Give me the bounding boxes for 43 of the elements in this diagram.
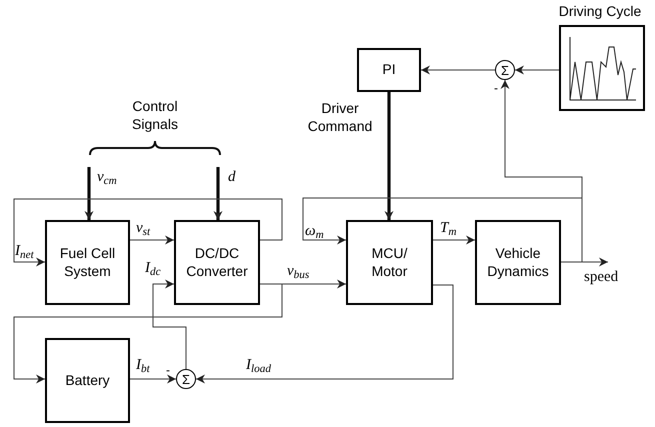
arrow xyxy=(130,236,174,244)
process-block xyxy=(475,220,561,305)
edge-label: I$_{net}$ xyxy=(15,242,34,261)
arrow xyxy=(514,66,560,74)
arrow xyxy=(14,284,282,384)
edge-label: I$_{bt}$ xyxy=(136,356,150,375)
arrow xyxy=(152,280,186,370)
edge-label: speed xyxy=(584,268,618,287)
edge-label: I$_{load}$ xyxy=(246,356,272,375)
box-label: Vehicle Dynamics xyxy=(486,245,550,280)
edge-label: d xyxy=(228,168,236,187)
edge-label: ω$_{m}$ xyxy=(305,222,324,241)
arrow xyxy=(384,92,394,220)
process-block xyxy=(346,220,433,305)
arrow xyxy=(214,167,222,220)
sign-label: - xyxy=(494,82,498,94)
edge-label: I$_{dc}$ xyxy=(145,259,161,278)
group-label: Control Signals xyxy=(131,98,179,133)
box-label: PI xyxy=(382,61,396,79)
box-label: DC/DC Converter xyxy=(185,245,249,280)
arrow xyxy=(420,66,496,74)
arrow xyxy=(14,198,282,266)
process-block xyxy=(357,48,421,92)
process-block xyxy=(45,220,130,305)
edge-label: v$_{st}$ xyxy=(136,219,150,238)
summing-junction: Σ xyxy=(176,369,196,389)
arrow xyxy=(84,167,94,220)
arrow xyxy=(432,236,476,244)
box-label: Fuel Cell System xyxy=(58,245,116,280)
sign-label: - xyxy=(166,364,170,376)
box-label: Battery xyxy=(65,372,110,390)
edge-label: v$_{bus}$ xyxy=(287,262,310,281)
arrow xyxy=(130,374,176,384)
edge-label: T$_{m}$ xyxy=(440,219,456,238)
block-heading: Driving Cycle xyxy=(558,3,642,20)
process-block xyxy=(45,338,130,423)
edge-label: Driver Command xyxy=(306,100,374,135)
arrow xyxy=(196,284,454,384)
edge-label: v$_{cm}$ xyxy=(97,168,117,187)
box-label: MCU/ Motor xyxy=(370,245,408,280)
process-block xyxy=(174,220,260,305)
arrow xyxy=(302,198,582,262)
summing-junction: Σ xyxy=(495,60,515,80)
